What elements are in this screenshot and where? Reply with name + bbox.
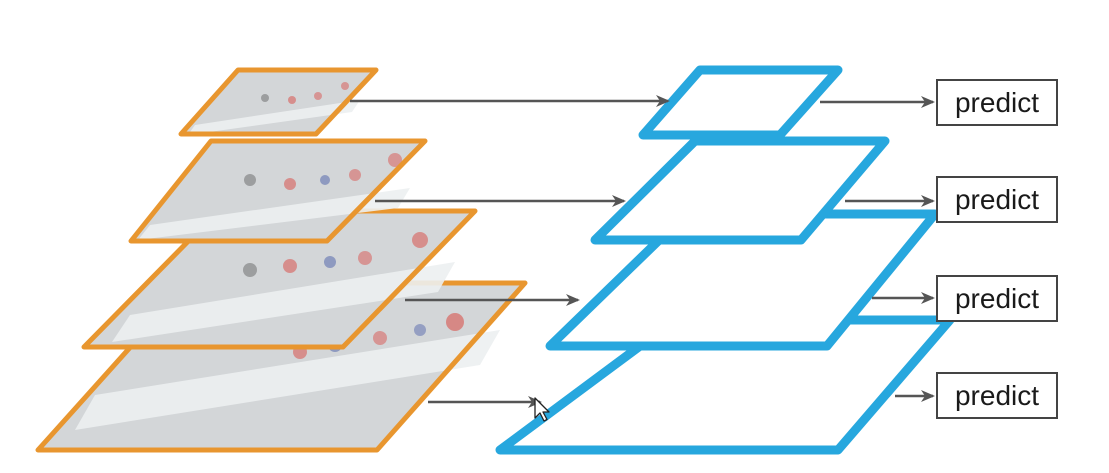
predict-label-4: predict	[955, 380, 1039, 411]
lateral-arrows	[350, 95, 670, 408]
image-pyramid-level-3	[81, 208, 478, 350]
predict-box-2: predict	[936, 176, 1058, 223]
image-pyramid-level-1	[178, 67, 379, 137]
mouse-cursor-icon	[534, 397, 550, 422]
predict-label-3: predict	[955, 283, 1039, 314]
feature-map-level-4	[495, 315, 955, 455]
predict-label-2: predict	[955, 184, 1039, 215]
image-pyramid-level-2	[128, 138, 428, 244]
feature-map-level-1	[638, 65, 843, 140]
predict-label-1: predict	[955, 87, 1039, 118]
predict-arrows	[820, 96, 935, 402]
predict-box-1: predict	[936, 79, 1058, 126]
predict-box-3: predict	[936, 275, 1058, 322]
predict-box-4: predict	[936, 372, 1058, 419]
feature-map-level-2	[590, 136, 890, 245]
feature-map-level-3	[545, 209, 940, 351]
